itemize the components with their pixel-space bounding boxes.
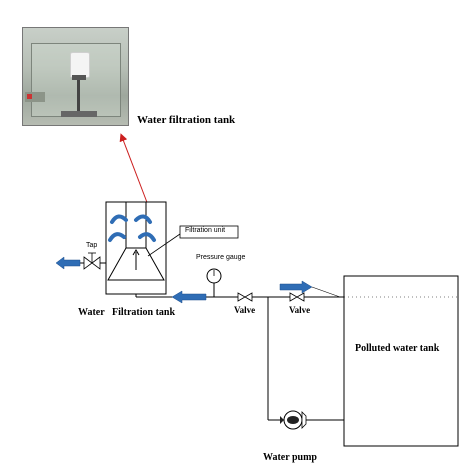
pressure-gauge-label: Pressure gauge xyxy=(196,254,246,261)
valve-2-icon xyxy=(289,292,305,302)
filtration-unit-pointer xyxy=(147,233,181,257)
water-pump-label: Water pump xyxy=(263,452,317,463)
main-flow-arrow-right xyxy=(279,280,313,294)
tap-flow-arrow xyxy=(55,256,81,270)
photo-side-fitting xyxy=(25,92,45,102)
flow-arrow-tr xyxy=(134,214,152,224)
cone-center-arrowhead xyxy=(132,249,140,256)
photo-base-plate xyxy=(61,111,97,117)
photo-red-marker xyxy=(27,94,32,99)
valve-1-label: Valve xyxy=(234,305,256,315)
tap-label: Tap xyxy=(86,242,98,249)
polluted-water-tank-label: Polluted water tank xyxy=(355,343,440,354)
flow-arrow-mr xyxy=(138,232,156,242)
red-pointer-arrow xyxy=(119,133,149,206)
photo-support-rod xyxy=(77,80,80,114)
main-flow-arrow-left xyxy=(171,290,207,304)
filtration-unit-label-box xyxy=(179,225,239,239)
right-flow-leader xyxy=(311,286,341,298)
filtration-tank-caption: Water Filtration tank xyxy=(78,307,176,318)
photo-caption: Water filtration tank xyxy=(137,114,236,126)
valve-1-icon xyxy=(237,292,253,302)
photo-cartridge-cap xyxy=(72,75,86,80)
polluted-water-tank-box xyxy=(343,275,459,447)
tank-flow-arrows xyxy=(108,214,156,242)
tap-valve-icon xyxy=(83,252,101,270)
flow-arrow-ml xyxy=(108,232,126,242)
flow-arrow-tl xyxy=(110,214,128,224)
filtration-unit-label: Filtration unit xyxy=(185,227,226,234)
valve-2-label: Valve xyxy=(289,305,311,315)
water-pump-icon xyxy=(280,410,307,430)
filtration-tank-photo xyxy=(22,27,129,126)
